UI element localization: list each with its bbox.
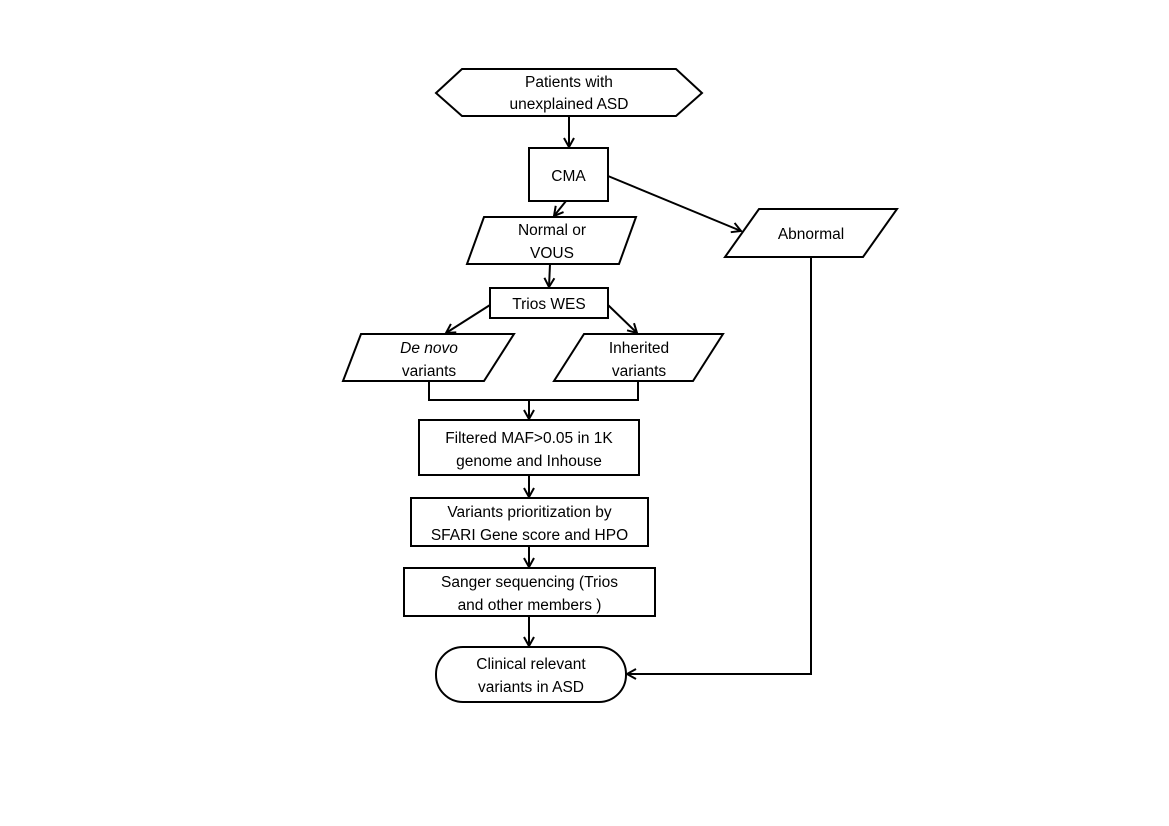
edge-cma-abnormal [607, 175, 741, 231]
parallelogram-shape [723, 208, 899, 258]
rect-shape [403, 567, 656, 617]
node-inherited-line-1: Inherited [609, 340, 669, 357]
node-cma: CMA [528, 147, 609, 202]
terminator-shape [435, 646, 627, 703]
node-sanger-line-2: and other members ) [458, 597, 602, 614]
rect-shape [489, 287, 609, 319]
node-filter-line-1: Filtered MAF>0.05 in 1K [445, 430, 613, 447]
node-abnormal-label: Abnormal [778, 226, 844, 243]
hexagon-shape [434, 68, 704, 117]
node-result-line-1: Clinical relevant [476, 656, 586, 673]
node-result-line-2: variants in ASD [478, 679, 584, 696]
edge-wes-denovo [446, 304, 491, 333]
parallelogram-shape [341, 333, 516, 382]
rect-shape [418, 419, 640, 476]
edges [428, 116, 812, 674]
node-inherited: Inherited variants [552, 333, 725, 382]
node-wes: Trios WES [489, 287, 609, 319]
node-filter-line-2: genome and Inhouse [456, 453, 602, 470]
node-abnormal: Abnormal [723, 208, 899, 258]
node-denovo: De novo variants [341, 333, 516, 382]
node-normal-line-1: Normal or [518, 222, 586, 239]
edge-wes-inherited [607, 304, 637, 333]
node-prior: Variants prioritization by SFARI Gene sc… [410, 497, 649, 547]
node-normal-line-2: VOUS [530, 245, 574, 262]
edge-cma-normal [554, 200, 567, 216]
node-prior-line-1: Variants prioritization by [447, 504, 612, 521]
node-wes-label: Trios WES [512, 296, 585, 313]
node-inherited-line-2: variants [612, 363, 667, 380]
rect-shape [410, 497, 649, 547]
edge-normal-wes [549, 263, 550, 287]
node-start: Patients with unexplained ASD [434, 68, 704, 117]
node-sanger-line-1: Sanger sequencing (Trios [441, 574, 618, 591]
node-filter: Filtered MAF>0.05 in 1K genome and Inhou… [418, 419, 640, 476]
parallelogram-shape [465, 216, 638, 265]
node-prior-line-2: SFARI Gene score and HPO [431, 527, 628, 544]
edge-abnormal-result [627, 257, 812, 674]
rect-shape [528, 147, 609, 202]
node-start-line-1: Patients with [525, 74, 613, 91]
node-denovo-line-2: variants [402, 363, 457, 380]
node-start-line-2: unexplained ASD [510, 96, 629, 113]
node-normal: Normal or VOUS [465, 216, 638, 265]
parallelogram-shape [552, 333, 725, 382]
node-sanger: Sanger sequencing (Trios and other membe… [403, 567, 656, 617]
node-denovo-line-1: De novo [400, 340, 458, 357]
node-cma-label: CMA [551, 168, 586, 185]
edge-variants-merge [428, 381, 639, 401]
node-result: Clinical relevant variants in ASD [435, 646, 627, 703]
